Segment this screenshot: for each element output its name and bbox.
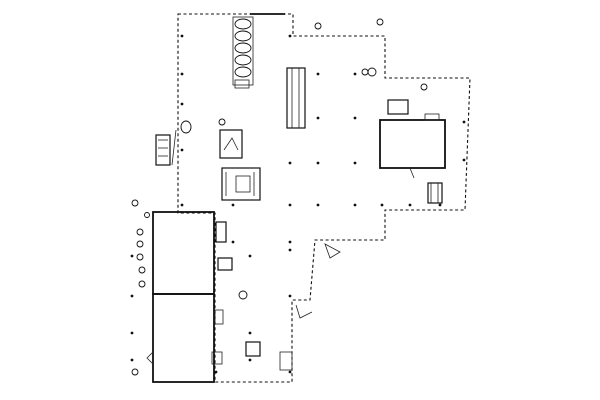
right-room-tab <box>424 113 440 121</box>
small-box-d <box>245 341 261 357</box>
corner-notch <box>324 243 341 259</box>
right-room <box>379 119 446 169</box>
shrub-cluster-left <box>131 199 150 376</box>
shrub-cluster-top <box>218 18 428 300</box>
diagonal-stub <box>295 304 313 319</box>
upper-left-block <box>152 211 215 295</box>
column-grid <box>130 34 466 374</box>
center-furniture <box>219 129 261 201</box>
tree-column <box>232 13 285 89</box>
right-lower-element <box>427 182 443 204</box>
right-room-leader <box>409 167 415 179</box>
lower-left-block <box>152 293 215 383</box>
small-box-c <box>214 309 224 325</box>
small-box-e <box>279 351 293 371</box>
right-room-header <box>387 99 409 115</box>
left-side-element <box>155 120 192 166</box>
small-box-f <box>211 351 223 365</box>
building-outline <box>177 13 471 383</box>
block-notch <box>146 351 154 365</box>
small-box-a <box>215 221 227 243</box>
tall-bar <box>286 67 306 129</box>
small-box-b <box>217 257 233 271</box>
